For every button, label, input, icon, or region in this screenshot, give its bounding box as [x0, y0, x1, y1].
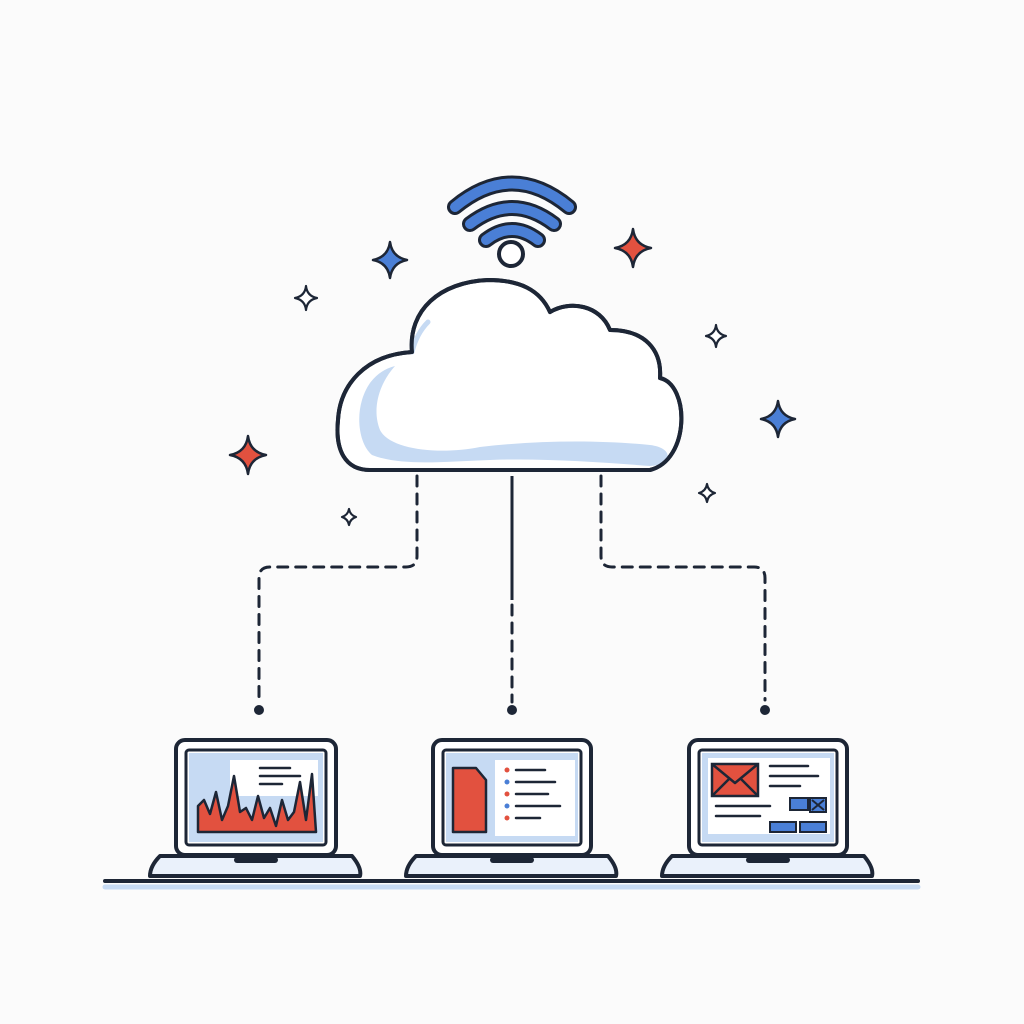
- bar-chart-icon: [196, 772, 318, 834]
- sparkle-icon: [371, 240, 409, 280]
- connection-line-right: [599, 474, 767, 702]
- sparkle-icon: [704, 323, 728, 349]
- sparkle-icon: [759, 399, 797, 439]
- sparkle-icon: [613, 227, 653, 269]
- laptop-center: [404, 738, 619, 878]
- document-icon: [451, 766, 488, 834]
- laptop-screen-document: [446, 753, 578, 842]
- connection-lines: [254, 474, 770, 715]
- sparkle-icon: [228, 434, 268, 476]
- ground-line: [102, 879, 921, 890]
- laptop-right: [660, 738, 875, 878]
- email-icon: [710, 762, 760, 798]
- connection-line-left: [257, 474, 419, 702]
- laptop-screen-bar-chart: [189, 753, 323, 842]
- connector-dot: [254, 705, 264, 715]
- sparkles: [228, 227, 797, 527]
- laptop-screen-email: [702, 753, 834, 842]
- sparkle-icon: [340, 507, 358, 527]
- close-icon: [809, 797, 827, 813]
- laptop-left: [148, 738, 363, 878]
- connector-dot: [760, 705, 770, 715]
- connector-dot: [507, 705, 517, 715]
- sparkle-icon: [293, 284, 319, 312]
- wifi-icon: [447, 175, 577, 268]
- cloud-icon: [335, 278, 684, 472]
- sparkle-icon: [697, 482, 717, 504]
